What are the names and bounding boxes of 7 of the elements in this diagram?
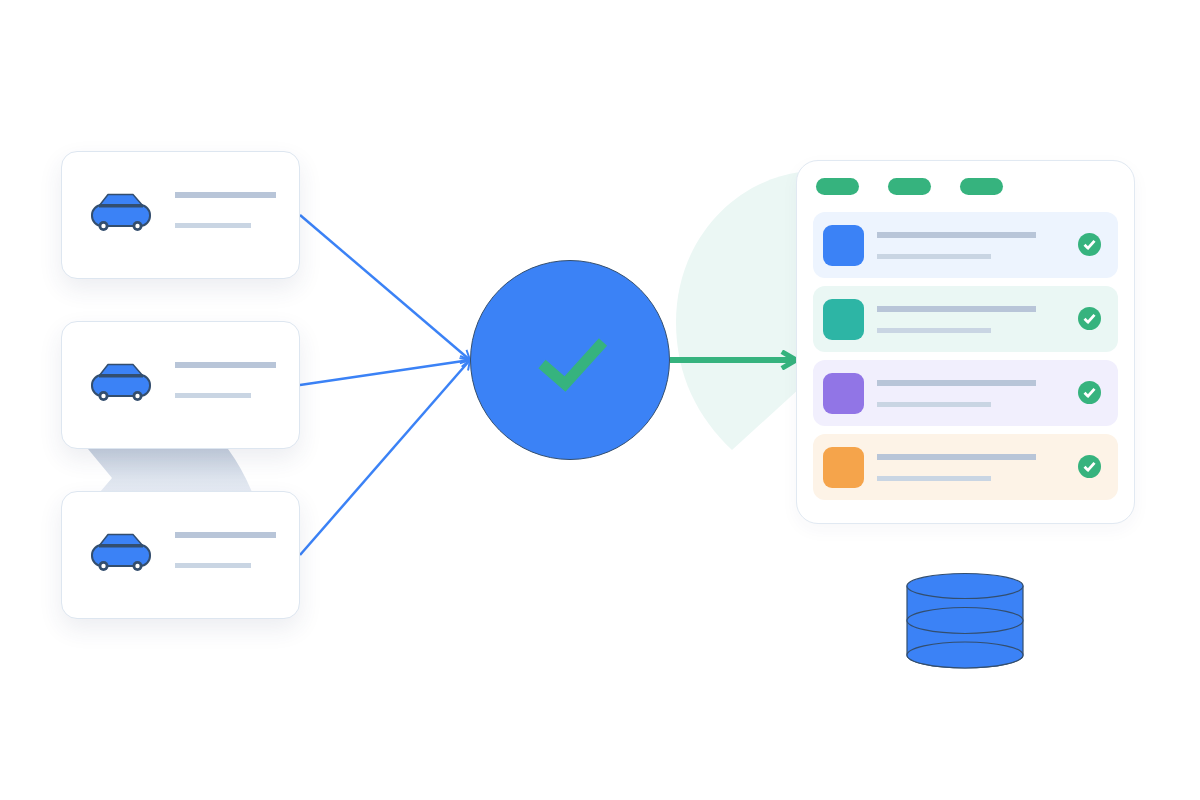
database-cylinder: [906, 573, 1024, 669]
vehicle-card: [61, 321, 300, 449]
vehicle-card: [61, 491, 300, 619]
connector-arrow: [299, 214, 471, 361]
vehicle-card: [61, 151, 300, 279]
list-panel: [796, 160, 1135, 524]
connector-arrow: [299, 359, 471, 556]
